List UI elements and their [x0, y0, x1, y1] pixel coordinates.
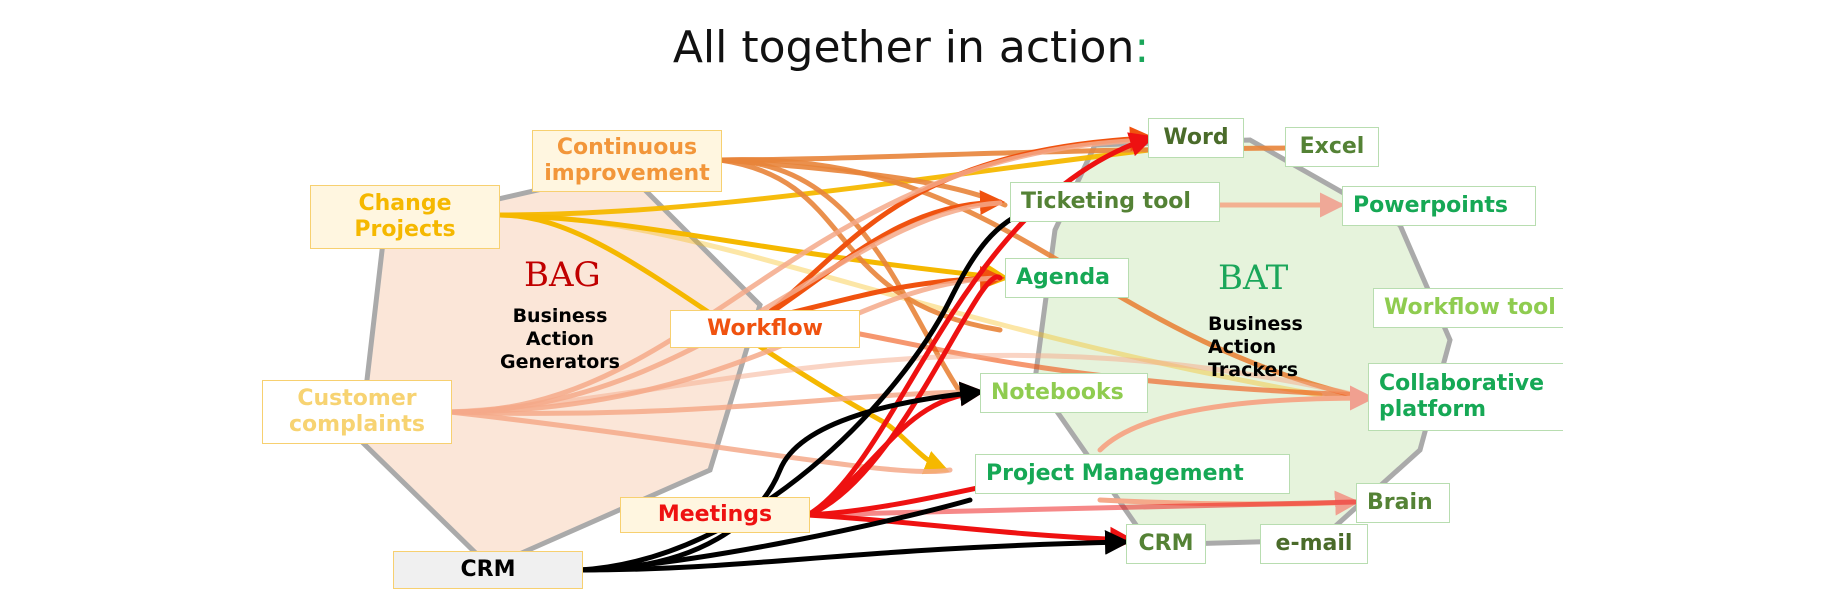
node-notebooks: Notebooks — [980, 373, 1148, 413]
bat-title: BAT — [1218, 258, 1289, 298]
node-collaborative-platform: Collaborative platform — [1368, 363, 1563, 431]
node-workflow: Workflow — [670, 310, 860, 348]
node-customer-complaints: Customer complaints — [262, 380, 452, 444]
node-meetings: Meetings — [620, 497, 810, 533]
node-project-management: Project Management — [975, 454, 1290, 494]
bag-title: BAG — [524, 255, 601, 295]
node-brain: Brain — [1356, 483, 1450, 523]
node-email: e-mail — [1260, 524, 1368, 564]
links-meetings — [805, 132, 1358, 552]
node-workflow-tool: Workflow tool — [1373, 288, 1563, 328]
node-excel: Excel — [1285, 127, 1379, 167]
node-agenda: Agenda — [1005, 258, 1129, 298]
node-change-projects: Change Projects — [310, 185, 500, 249]
node-powerpoints: Powerpoints — [1342, 186, 1536, 226]
node-word: Word — [1148, 118, 1244, 158]
node-ticketing-tool: Ticketing tool — [1010, 182, 1220, 222]
page-title: All together in action: — [672, 22, 1150, 73]
links-crm — [577, 202, 1130, 573]
node-continuous-improvement: Continuous improvement — [532, 130, 722, 192]
node-crm-target: CRM — [1126, 524, 1206, 564]
node-crm-source: CRM — [393, 551, 583, 589]
